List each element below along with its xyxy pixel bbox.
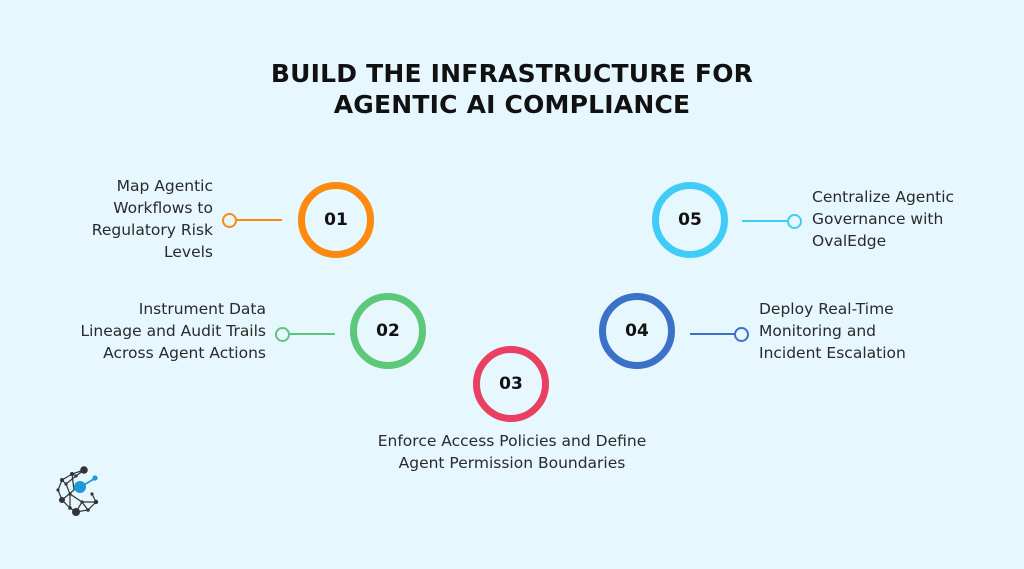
step-04-circle: 04 (599, 293, 675, 369)
step-05-line: Governance with (812, 210, 944, 228)
network-nodes-logo-icon (56, 466, 99, 516)
step-04-connector-dot (734, 327, 749, 342)
step-03-line: Agent Permission Boundaries (398, 454, 626, 472)
step-04-line: Deploy Real-Time (759, 300, 894, 318)
step-05-line: OvalEdge (812, 232, 887, 250)
step-05-connector (742, 220, 788, 222)
page-title: BUILD THE INFRASTRUCTURE FOR AGENTIC AI … (0, 58, 1024, 120)
title-line-1: BUILD THE INFRASTRUCTURE FOR (270, 59, 754, 88)
step-04-connector (690, 333, 736, 335)
step-05-number: 05 (678, 210, 702, 230)
step-03-line: Enforce Access Policies and Define (377, 432, 647, 450)
step-01-line: Map Agentic (116, 177, 213, 195)
step-02-connector-dot (275, 327, 290, 342)
step-02-line: Lineage and Audit Trails (80, 322, 266, 340)
step-02-label: Instrument Data Lineage and Audit Trails… (6, 298, 266, 364)
title-line-2: AGENTIC AI COMPLIANCE (333, 90, 691, 119)
step-03-number: 03 (499, 374, 523, 394)
step-05-connector-dot (787, 214, 802, 229)
step-02-connector (289, 333, 335, 335)
step-05-label: Centralize Agentic Governance with OvalE… (812, 186, 1012, 252)
step-03-circle: 03 (473, 346, 549, 422)
step-04-line: Incident Escalation (759, 344, 906, 362)
step-02-number: 02 (376, 321, 400, 341)
step-02-line: Across Agent Actions (103, 344, 266, 362)
step-05-circle: 05 (652, 182, 728, 258)
step-04-label: Deploy Real-Time Monitoring and Incident… (759, 298, 979, 364)
step-01-label: Map Agentic Workflows to Regulatory Risk… (13, 175, 213, 263)
step-02-circle: 02 (350, 293, 426, 369)
step-01-line: Regulatory Risk (91, 221, 213, 239)
step-01-connector-dot (222, 213, 237, 228)
step-03-label: Enforce Access Policies and Define Agent… (330, 430, 694, 474)
step-01-circle: 01 (298, 182, 374, 258)
step-01-connector (236, 219, 282, 221)
step-02-line: Instrument Data (138, 300, 266, 318)
step-05-line: Centralize Agentic (812, 188, 955, 206)
step-04-line: Monitoring and (759, 322, 876, 340)
step-01-line: Levels (164, 243, 213, 261)
step-04-number: 04 (625, 321, 649, 341)
step-01-line: Workflows to (113, 199, 213, 217)
step-01-number: 01 (324, 210, 348, 230)
